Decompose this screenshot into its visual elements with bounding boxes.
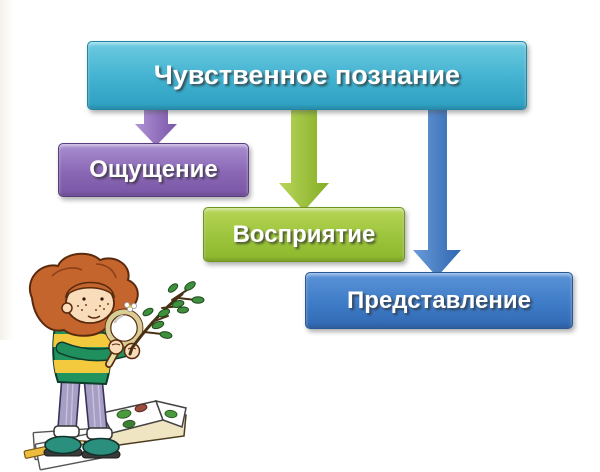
node-representation: Представление — [305, 272, 573, 329]
blossom — [124, 302, 138, 313]
legs — [57, 375, 108, 432]
node-sensation-label: Ощущение — [89, 156, 218, 183]
arrow-perception — [279, 104, 329, 211]
sock-left — [53, 425, 80, 438]
node-representation-label: Представление — [347, 286, 531, 314]
arrow-representation — [413, 104, 461, 277]
left-edge-shading — [0, 0, 13, 340]
herbarium-book-icon — [100, 399, 187, 447]
shoes — [43, 435, 121, 459]
sock-right — [86, 427, 113, 440]
node-title: Чувственное познание — [87, 41, 527, 110]
node-perception: Восприятие — [203, 207, 405, 262]
child-illustration — [23, 252, 205, 471]
node-sensation: Ощущение — [58, 143, 249, 197]
arrow-sensation — [135, 104, 177, 146]
node-perception-label: Восприятие — [232, 220, 376, 248]
plant-branch-icon — [124, 281, 205, 356]
freckles — [77, 303, 109, 311]
title-label: Чувственное познание — [153, 60, 461, 90]
